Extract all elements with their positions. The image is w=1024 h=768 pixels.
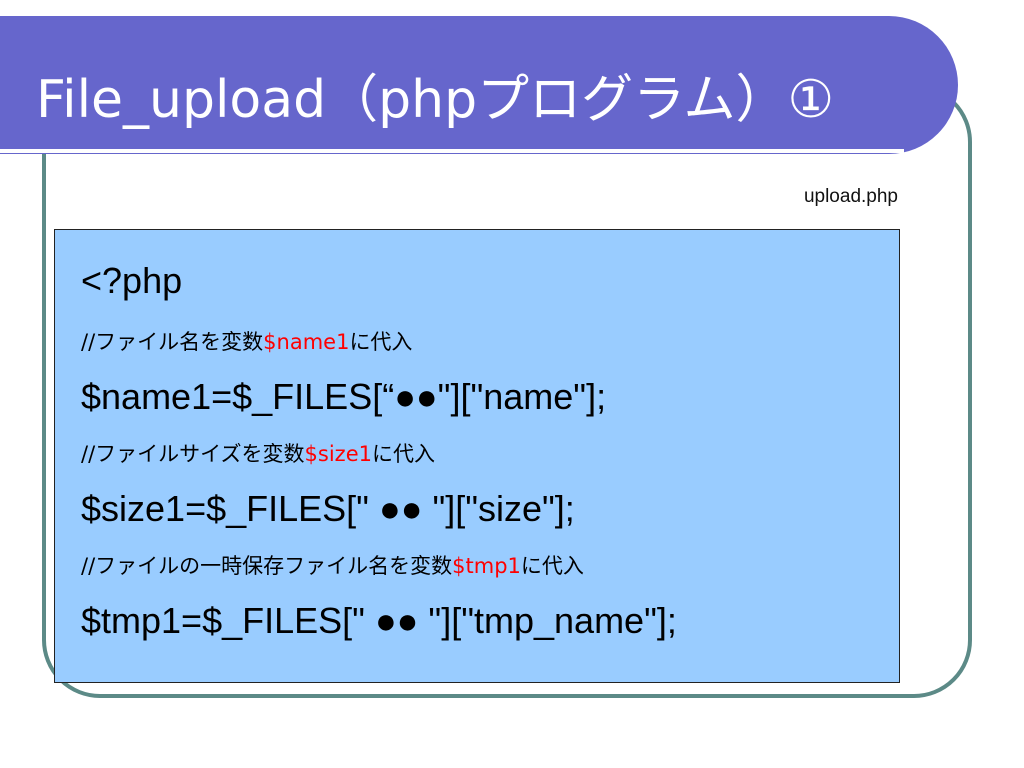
comment-variable: $tmp1 xyxy=(452,554,521,578)
title-underline xyxy=(0,149,904,153)
comment-variable: $size1 xyxy=(304,442,372,466)
title-bar: File_upload（phpプログラム）① xyxy=(0,16,958,154)
code-comment-tmp: //ファイルの一時保存ファイル名を変数$tmp1に代入 xyxy=(81,550,584,580)
code-comment-name: //ファイル名を変数$name1に代入 xyxy=(81,326,412,356)
code-comment-size: //ファイルサイズを変数$size1に代入 xyxy=(81,438,435,468)
code-line-tmp: $tmp1=$_FILES[" ●● "]["tmp_name"]; xyxy=(81,600,677,641)
comment-text: に代入 xyxy=(349,330,413,354)
code-line-size: $size1=$_FILES[" ●● "]["size"]; xyxy=(81,488,575,529)
slide-title: File_upload（phpプログラム）① xyxy=(36,70,835,130)
comment-text: //ファイルの一時保存ファイル名を変数 xyxy=(81,554,453,578)
code-block: <?php //ファイル名を変数$name1に代入 $name1=$_FILES… xyxy=(54,229,900,683)
comment-text: //ファイルサイズを変数 xyxy=(81,442,305,466)
comment-text: に代入 xyxy=(520,554,584,578)
code-line-php-open: <?php xyxy=(81,260,183,301)
comment-text: //ファイル名を変数 xyxy=(81,330,264,354)
code-line-name: $name1=$_FILES[“●●"]["name"]; xyxy=(81,376,607,417)
comment-variable: $name1 xyxy=(263,330,350,354)
file-name-label: upload.php xyxy=(803,186,898,207)
comment-text: に代入 xyxy=(371,442,435,466)
